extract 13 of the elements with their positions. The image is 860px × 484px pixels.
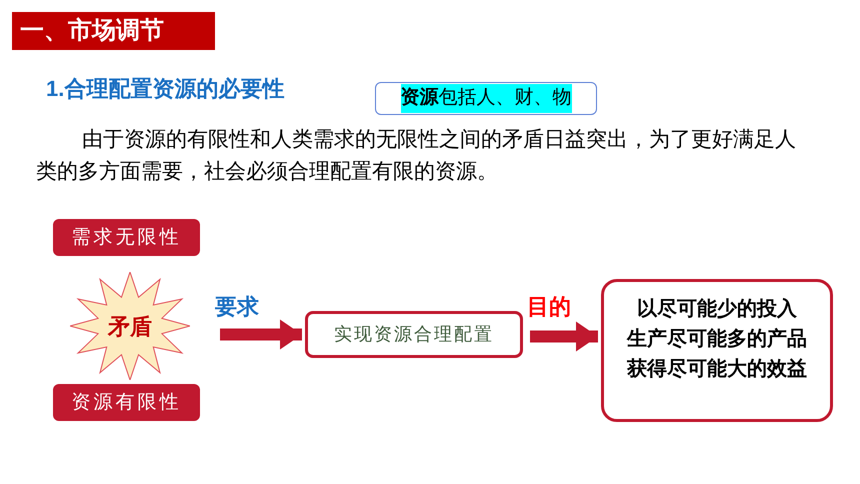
result-line: 获得尽可能大的效益 [627, 357, 807, 382]
note-box: 资源包括人、财、物 [375, 82, 597, 115]
result-box [601, 279, 833, 422]
label-tag: 需求无限性 [53, 219, 200, 256]
section-title: 一、市场调节 [12, 12, 215, 50]
result-line: 生产尽可能多的产品 [627, 326, 807, 352]
process-box: 实现资源合理配置 [305, 311, 523, 358]
burst-text: 矛盾 [108, 312, 152, 340]
label-tag: 资源有限性 [53, 384, 200, 421]
arrow [530, 322, 598, 352]
subheading: 1.合理配置资源的必要性 [46, 75, 284, 103]
paragraph: 由于资源的有限性和人类需求的无限性之间的矛盾日益突出，为了更好满足人类的多方面需要，社会必须合理配置有限的资源。 [36, 127, 796, 185]
result-line: 以尽可能少的投入 [637, 297, 797, 322]
